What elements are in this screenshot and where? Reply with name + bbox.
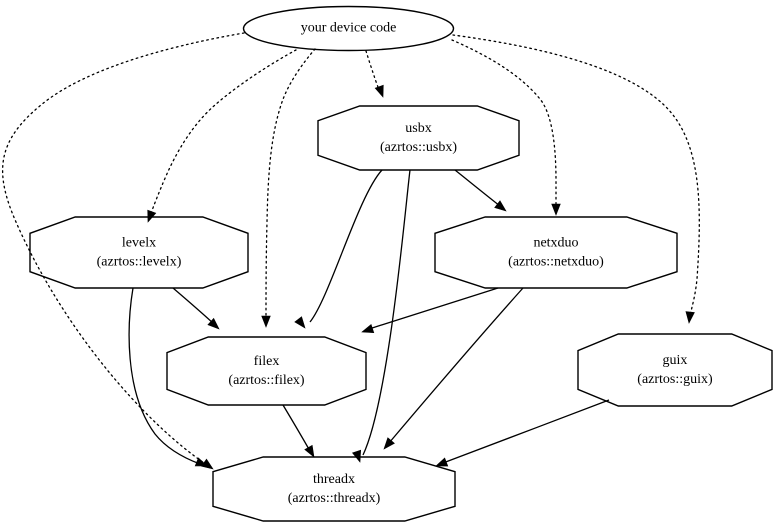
node-threadx-label-namespace: (azrtos::threadx) xyxy=(288,491,381,506)
edge-line xyxy=(2,32,245,466)
edge-usbx-to-threadx xyxy=(351,169,411,463)
node-netxduo-label-primary: netxduo xyxy=(533,236,578,251)
edge-line xyxy=(309,169,383,323)
edge-line xyxy=(128,287,201,465)
arrowhead-icon xyxy=(294,316,306,329)
node-usbx-label-namespace: (azrtos::usbx) xyxy=(380,140,457,155)
arrowhead-icon xyxy=(351,449,362,463)
arrowhead-icon xyxy=(551,203,561,216)
edge-device-to-usbx xyxy=(365,50,384,98)
edge-line xyxy=(365,50,380,91)
node-guix-octagon[interactable] xyxy=(577,333,773,407)
node-usbx-label-primary: usbx xyxy=(405,121,431,136)
edge-line xyxy=(388,287,524,444)
node-filex-label-primary: filex xyxy=(254,354,280,369)
arrowhead-icon xyxy=(261,315,271,328)
arrowhead-icon xyxy=(435,457,449,467)
node-netxduo-octagon[interactable] xyxy=(434,216,678,289)
node-filex[interactable]: filex(azrtos::filex) xyxy=(166,336,367,406)
edge-line xyxy=(442,399,610,464)
edge-levelx-to-threadx xyxy=(128,287,208,467)
edge-line xyxy=(149,49,297,217)
edge-device-to-guix xyxy=(452,34,700,324)
edge-line xyxy=(452,34,700,317)
node-guix-label-namespace: (azrtos::guix) xyxy=(637,372,713,387)
arrowhead-icon xyxy=(304,444,315,458)
arrowhead-icon xyxy=(200,458,214,470)
arrowhead-icon xyxy=(374,84,384,98)
node-filex-octagon[interactable] xyxy=(166,336,367,406)
node-usbx[interactable]: usbx(azrtos::usbx) xyxy=(317,105,520,171)
edge-line xyxy=(451,39,557,209)
edge-line xyxy=(362,169,411,456)
node-device-label-primary: your device code xyxy=(301,21,397,36)
edge-line xyxy=(454,169,501,207)
node-threadx-label-primary: threadx xyxy=(313,472,355,487)
node-guix[interactable]: guix(azrtos::guix) xyxy=(577,333,773,407)
arrowhead-icon xyxy=(207,317,220,330)
edge-device-to-levelx xyxy=(147,49,297,223)
edge-usbx-to-filex xyxy=(294,169,383,329)
edges-layer xyxy=(2,32,700,470)
arrowhead-icon xyxy=(494,200,507,212)
arrowhead-icon xyxy=(383,437,395,450)
node-filex-label-namespace: (azrtos::filex) xyxy=(228,373,305,388)
edge-device-to-filex xyxy=(261,48,316,328)
edge-netxduo-to-threadx xyxy=(383,287,524,450)
edge-device-to-threadx xyxy=(2,32,245,470)
arrowhead-icon xyxy=(361,323,375,334)
node-device[interactable]: your device code xyxy=(242,5,455,52)
edge-levelx-to-filex xyxy=(172,287,220,330)
node-usbx-octagon[interactable] xyxy=(317,105,520,171)
nodes-layer: your device codeusbx(azrtos::usbx)levelx… xyxy=(29,5,773,522)
node-device-ellipse[interactable] xyxy=(242,5,455,52)
node-netxduo[interactable]: netxduo(azrtos::netxduo) xyxy=(434,216,678,289)
arrowhead-icon xyxy=(147,209,157,223)
edge-line xyxy=(172,287,215,325)
node-threadx[interactable]: threadx(azrtos::threadx) xyxy=(212,456,456,522)
edge-filex-to-threadx xyxy=(282,404,315,458)
edge-line xyxy=(282,404,311,452)
node-levelx-label-namespace: (azrtos::levelx) xyxy=(97,255,182,270)
edge-device-to-netxduo xyxy=(451,39,561,216)
node-levelx-label-primary: levelx xyxy=(122,236,156,251)
node-levelx[interactable]: levelx(azrtos::levelx) xyxy=(29,216,249,289)
arrowhead-icon xyxy=(194,457,208,467)
edge-line xyxy=(368,287,499,330)
node-netxduo-label-namespace: (azrtos::netxduo) xyxy=(508,255,604,270)
edge-netxduo-to-filex xyxy=(361,287,499,334)
edge-usbx-to-netxduo xyxy=(454,169,507,212)
edge-guix-to-threadx xyxy=(435,399,610,467)
node-levelx-octagon[interactable] xyxy=(29,216,249,289)
node-guix-label-primary: guix xyxy=(663,353,688,368)
node-threadx-octagon[interactable] xyxy=(212,456,456,522)
edge-line xyxy=(265,48,316,321)
arrowhead-icon xyxy=(685,311,695,324)
